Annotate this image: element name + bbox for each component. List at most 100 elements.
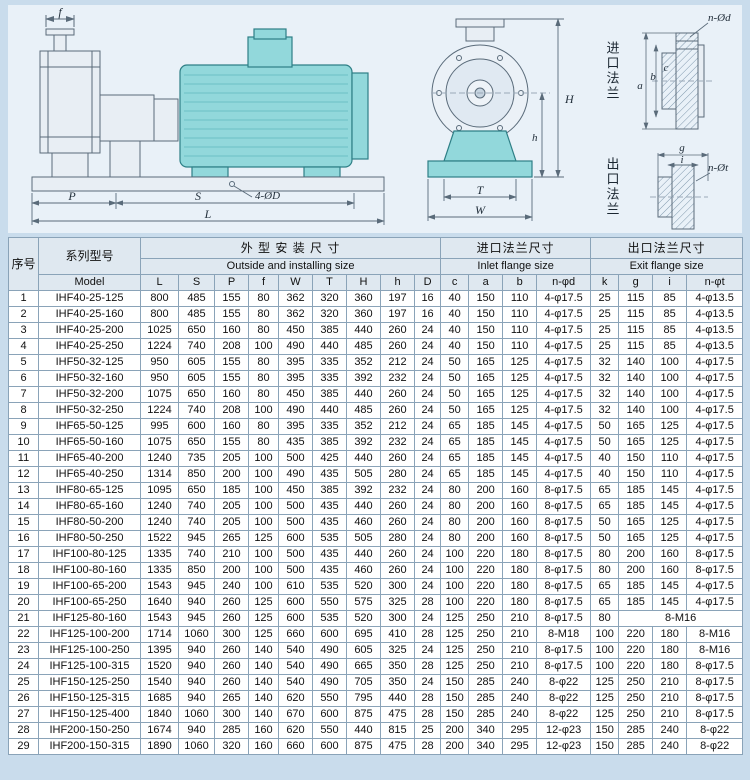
- dim-label-b: b: [650, 71, 656, 83]
- value-cell: 240: [502, 674, 538, 691]
- value-cell: 100: [248, 514, 279, 531]
- value-cell: 40: [440, 322, 470, 339]
- value-cell: 100: [652, 370, 688, 387]
- value-cell: 160: [248, 722, 279, 739]
- value-cell: 125: [248, 530, 279, 547]
- value-cell: 28: [413, 738, 442, 755]
- dim-label-l: L: [204, 207, 212, 221]
- model-cell: IHF80-50-250: [38, 530, 141, 547]
- value-cell: 80: [440, 482, 470, 499]
- value-cell: 940: [178, 674, 215, 691]
- value-cell: 180: [502, 562, 538, 579]
- inlet-flange-caption: 进口法兰: [605, 41, 620, 101]
- value-cell: 150: [440, 706, 470, 723]
- pump-technical-drawing: P S 4-ØD L f: [31, 5, 731, 230]
- value-cell: 605: [346, 642, 381, 659]
- value-cell: 125: [440, 610, 470, 627]
- model-cell: IHF50-32-250: [38, 402, 141, 419]
- value-cell: 240: [214, 578, 249, 595]
- value-cell: 210: [502, 626, 538, 643]
- value-cell: 4-φ13.5: [686, 322, 744, 339]
- inlet-flange-section: [642, 22, 714, 130]
- value-cell: 25: [590, 306, 620, 323]
- column-header: H: [346, 274, 381, 291]
- value-cell: 340: [468, 722, 504, 739]
- value-cell: 285: [468, 706, 504, 723]
- value-cell: 28: [413, 706, 442, 723]
- value-cell: 160: [248, 738, 279, 755]
- value-cell: 50: [590, 418, 620, 435]
- value-cell: 140: [248, 674, 279, 691]
- value-cell: 325: [380, 594, 415, 611]
- value-cell: 610: [278, 578, 313, 595]
- value-cell: 100: [248, 466, 279, 483]
- value-cell: 160: [652, 546, 688, 563]
- column-header: k: [590, 274, 620, 291]
- value-cell: 24: [413, 338, 442, 355]
- model-cell: IHF200-150-315: [38, 738, 141, 755]
- value-cell: 24: [413, 370, 442, 387]
- value-cell: 232: [380, 370, 415, 387]
- value-cell: 280: [380, 466, 415, 483]
- dim-label-g: g: [679, 142, 685, 154]
- pump-pedestal: [427, 130, 533, 178]
- value-cell: 40: [590, 450, 620, 467]
- value-cell: 485: [346, 402, 381, 419]
- value-cell: 260: [214, 658, 249, 675]
- value-cell: 4-φ17.5: [536, 386, 592, 403]
- value-cell: 600: [278, 530, 313, 547]
- value-cell: 4-φ17.5: [686, 594, 744, 611]
- value-cell: 320: [312, 290, 347, 307]
- model-cell: IHF125-100-250: [38, 642, 141, 659]
- model-cell: IHF100-65-200: [38, 578, 141, 595]
- value-cell: 440: [346, 722, 381, 739]
- header-model: Model: [38, 274, 141, 291]
- value-cell: 197: [380, 290, 415, 307]
- value-cell: 50: [590, 434, 620, 451]
- header-inlet-en: Inlet flange size: [440, 258, 592, 275]
- value-cell: 220: [618, 626, 654, 643]
- value-cell: 260: [380, 450, 415, 467]
- value-cell: 24: [413, 482, 442, 499]
- value-cell: 145: [652, 482, 688, 499]
- value-cell: 665: [346, 658, 381, 675]
- value-cell: 110: [502, 306, 538, 323]
- value-cell: 670: [278, 706, 313, 723]
- value-cell: 260: [380, 546, 415, 563]
- value-cell: 220: [468, 594, 504, 611]
- value-cell: 24: [413, 578, 442, 595]
- value-cell: 12-φ23: [536, 738, 592, 755]
- value-cell: 205: [214, 514, 249, 531]
- value-cell: 50: [440, 354, 470, 371]
- value-cell: 155: [214, 306, 249, 323]
- motor-terminal-box: [247, 36, 293, 68]
- value-cell: 85: [652, 322, 688, 339]
- column-header: T: [312, 274, 347, 291]
- value-cell: 250: [468, 610, 504, 627]
- value-cell: 950: [140, 370, 179, 387]
- value-cell: 395: [278, 370, 313, 387]
- value-cell: 1685: [140, 690, 179, 707]
- value-cell: 1240: [140, 450, 179, 467]
- value-cell: 125: [440, 626, 470, 643]
- row-number: 5: [8, 354, 39, 371]
- value-cell: 8-φ17.5: [536, 482, 592, 499]
- value-cell: 145: [502, 466, 538, 483]
- dim-label-4od: 4-ØD: [255, 190, 280, 202]
- value-cell: 260: [380, 322, 415, 339]
- value-cell: 300: [214, 626, 249, 643]
- row-number: 25: [8, 674, 39, 691]
- value-cell: 8-φ17.5: [686, 690, 744, 707]
- value-cell: 490: [312, 674, 347, 691]
- value-cell: 250: [618, 706, 654, 723]
- value-cell: 212: [380, 354, 415, 371]
- value-cell: 540: [278, 674, 313, 691]
- value-cell: 100: [652, 386, 688, 403]
- value-cell: 1395: [140, 642, 179, 659]
- value-cell: 210: [502, 642, 538, 659]
